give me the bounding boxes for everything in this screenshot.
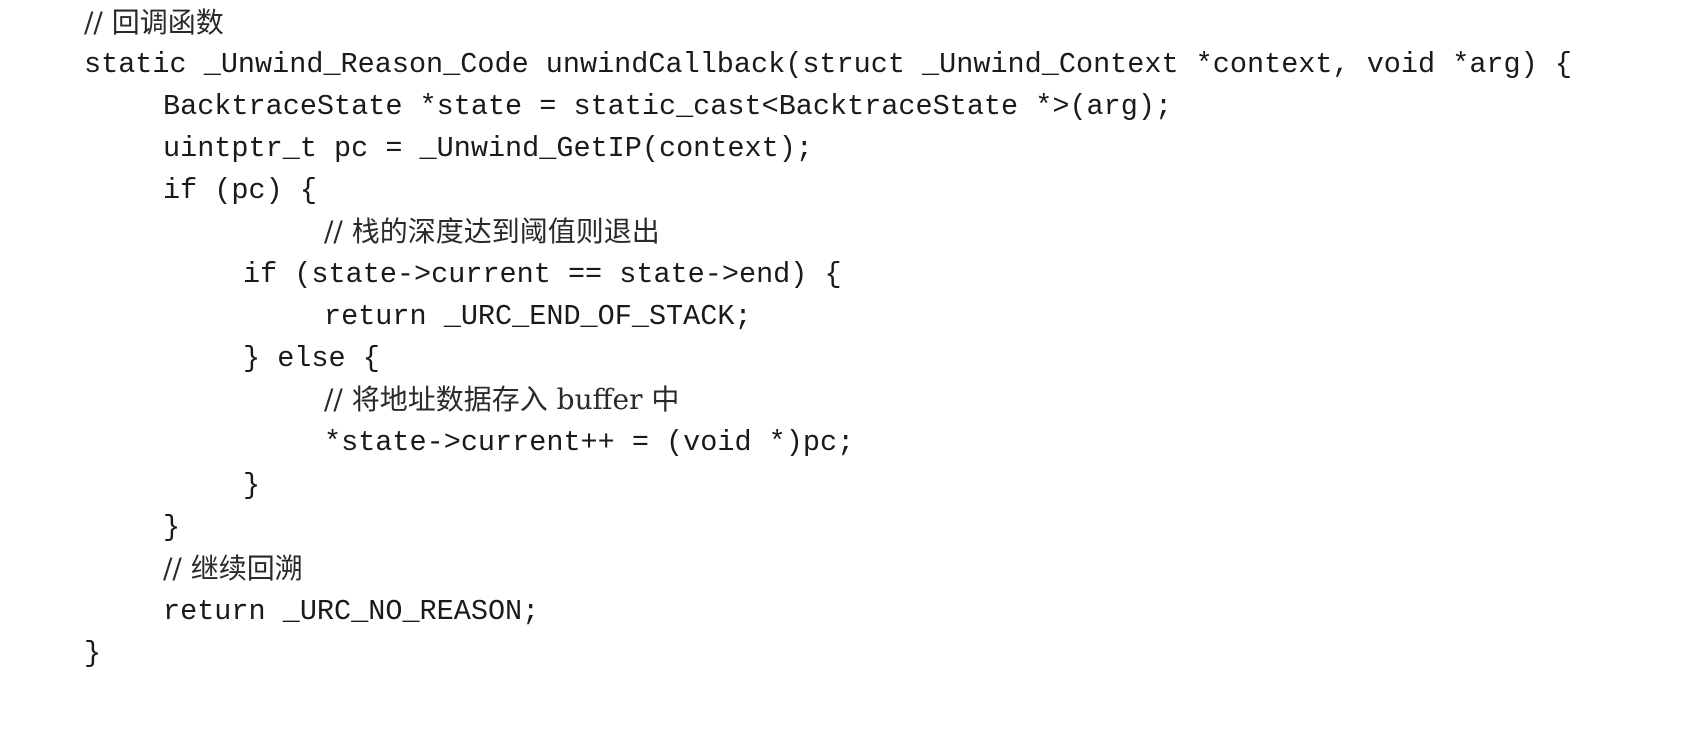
code-comment-line: // 栈的深度达到阈值则退出 bbox=[324, 215, 660, 248]
code-line: return _URC_END_OF_STACK; bbox=[324, 300, 752, 333]
code-line: } bbox=[163, 511, 181, 544]
code-line: static _Unwind_Reason_Code unwindCallbac… bbox=[84, 48, 1572, 81]
code-comment-line: // 回调函数 bbox=[84, 6, 224, 39]
code-comment-line: // 将地址数据存入 buffer 中 bbox=[324, 383, 680, 416]
code-line: if (state->current == state->end) { bbox=[243, 258, 842, 291]
code-line: BacktraceState *state = static_cast<Back… bbox=[163, 90, 1173, 123]
code-line: uintptr_t pc = _Unwind_GetIP(context); bbox=[163, 132, 813, 165]
code-line: return _URC_NO_REASON; bbox=[163, 595, 540, 628]
code-line: } bbox=[243, 469, 261, 502]
code-line: if (pc) { bbox=[163, 174, 317, 207]
code-line: *state->current++ = (void *)pc; bbox=[324, 426, 855, 459]
code-line: } else { bbox=[243, 342, 380, 375]
code-line: } bbox=[84, 637, 102, 670]
code-comment-line: // 继续回溯 bbox=[163, 552, 303, 585]
